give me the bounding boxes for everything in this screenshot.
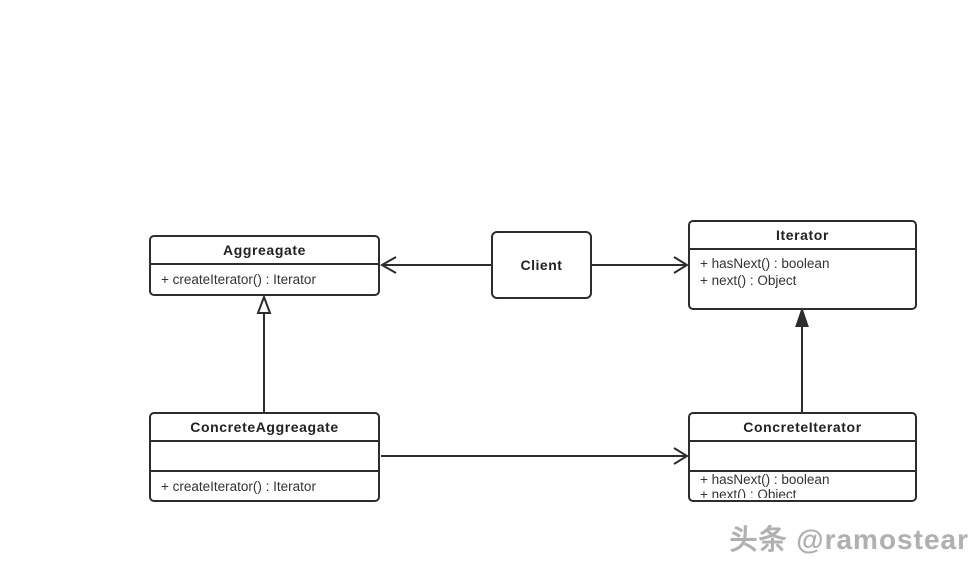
watermark-text: 头条 @ramostear [729,524,969,555]
attributes-compartment-empty [690,442,915,472]
client-to-iterator-association-arrow [592,256,689,274]
class-title: Iterator [690,222,915,250]
client-box: Client [491,231,592,299]
concrete-aggregate-generalization-arrow [256,294,272,412]
class-methods: + hasNext() : boolean + next() : Object [690,250,915,289]
watermark: 头条 @ramostear [730,518,970,558]
class-title: ConcreteIterator [690,414,915,442]
client-to-aggregate-association-arrow [379,256,491,274]
open-arrowhead-right-icon [673,256,689,274]
class-methods: + createIterator() : Iterator [151,472,378,501]
class-title: Aggreagate [151,237,378,265]
open-arrowhead-right-icon [673,447,689,465]
method-entry: + hasNext() : boolean [700,472,830,487]
concrete-iterator-generalization-arrow [795,306,809,412]
class-methods: + createIterator() : Iterator [151,265,378,294]
filled-triangle-arrowhead-icon [795,306,809,327]
method-entry: + next() : Object [700,486,797,498]
class-box-concrete-iterator: ConcreteIterator + hasNext() : boolean +… [688,412,917,502]
method-entry: + hasNext() : boolean [700,256,830,271]
class-methods: + hasNext() : boolean + next() : Object [690,472,915,498]
open-arrowhead-left-icon [379,256,397,274]
class-box-iterator: Iterator + hasNext() : boolean + next() … [688,220,917,310]
method-entry: + createIterator() : Iterator [161,272,316,287]
method-entry: + next() : Object [700,273,797,288]
method-entry: + createIterator() : Iterator [161,479,316,494]
attributes-compartment-empty [151,442,378,472]
class-box-aggregate: Aggreagate + createIterator() : Iterator [149,235,380,296]
client-label: Client [520,257,563,273]
class-title: ConcreteAggreagate [151,414,378,442]
concrete-aggregate-to-concrete-iterator-arrow [381,447,689,465]
class-box-concrete-aggregate: ConcreteAggreagate + createIterator() : … [149,412,380,502]
hollow-triangle-arrowhead-icon [256,294,272,314]
